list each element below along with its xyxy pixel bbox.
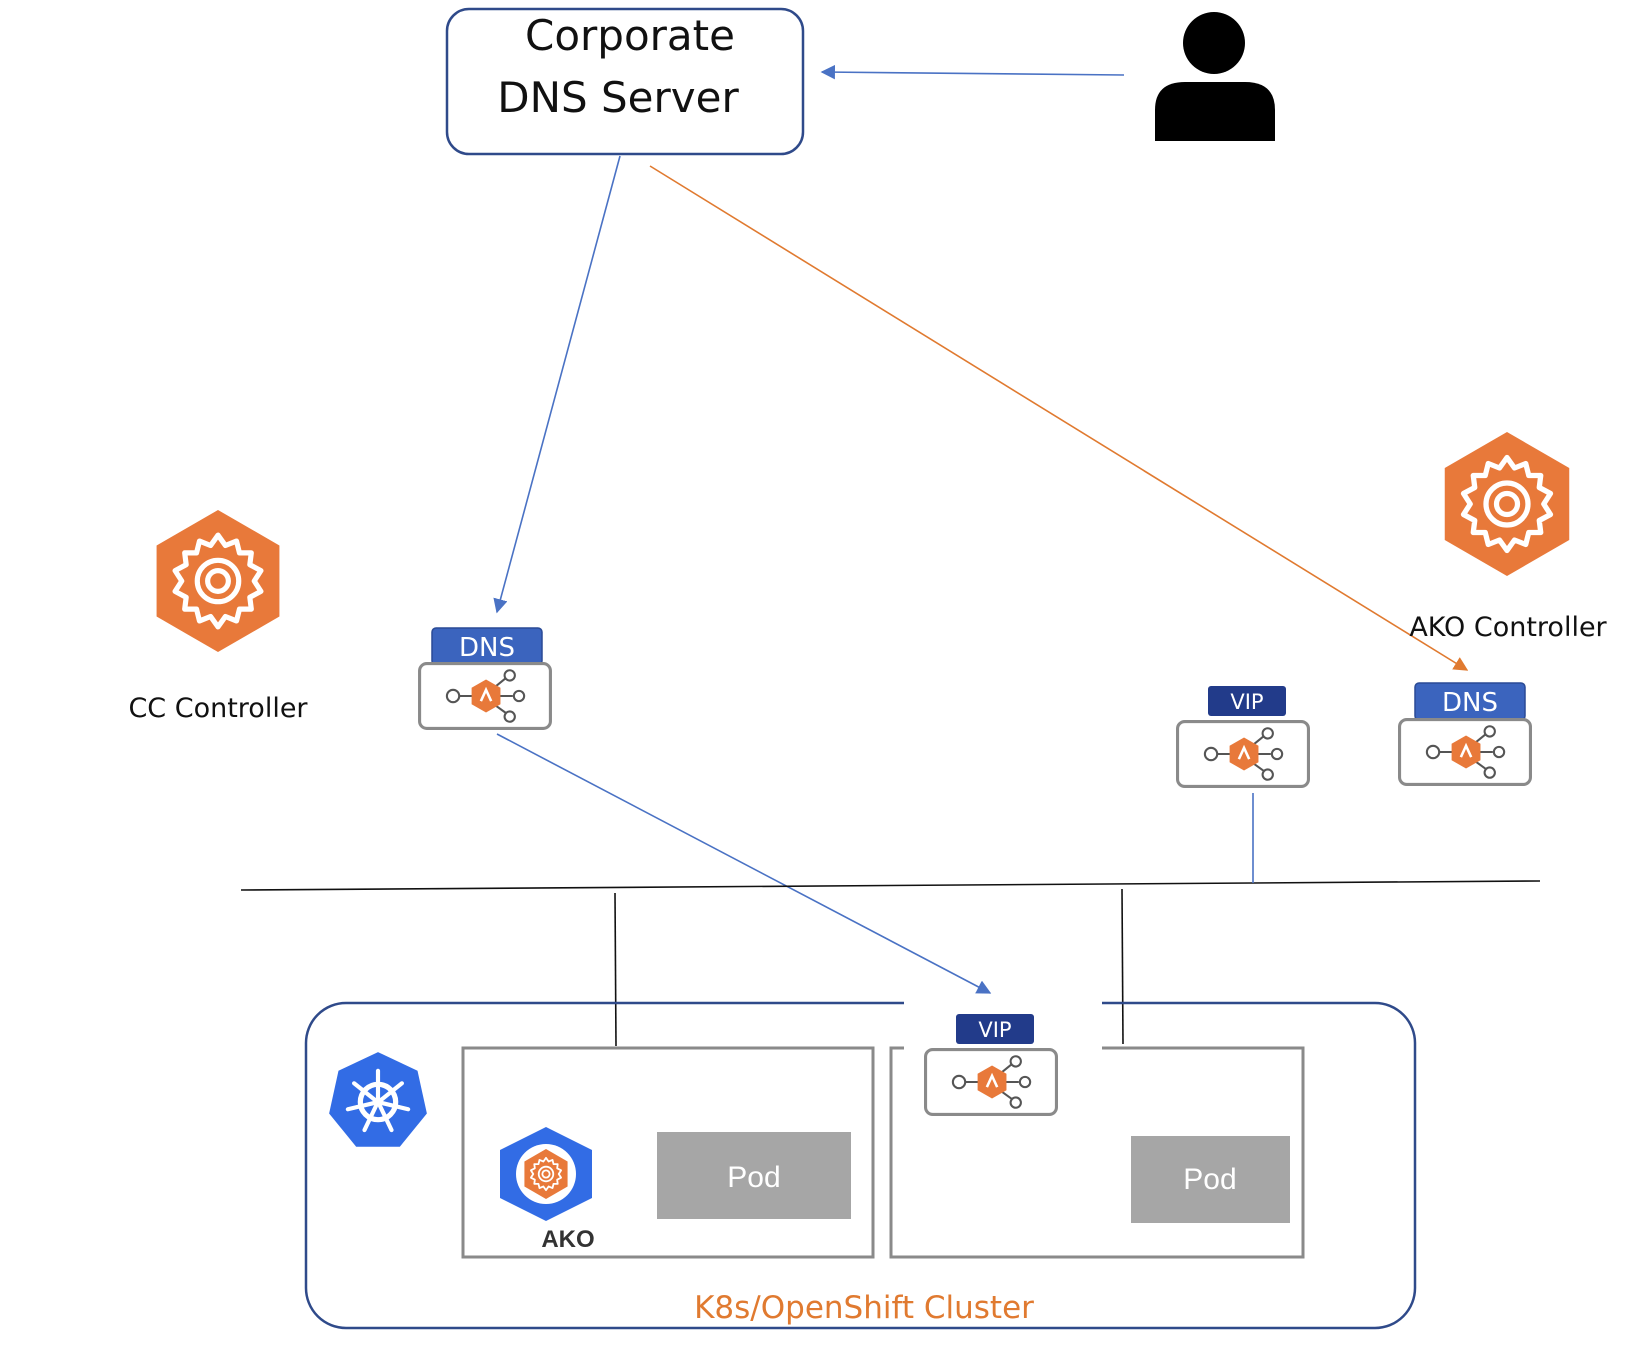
dns-server-title-line2: DNS Server xyxy=(497,73,739,122)
node1-drop xyxy=(614,892,617,1047)
pod-1: Pod xyxy=(657,1132,851,1219)
dns-service-engine-right: DNS xyxy=(1398,682,1532,787)
service-engine-icon xyxy=(1176,719,1310,789)
pod-label: Pod xyxy=(1183,1163,1236,1196)
dns-server-to-dns-se-arrow xyxy=(493,155,621,614)
dns-se-to-cluster-vip-arrow xyxy=(496,733,992,994)
node2-drop xyxy=(1121,888,1124,1045)
corporate-dns-server: Corporate DNS Server xyxy=(445,7,805,156)
service-engine-icon xyxy=(1398,717,1532,787)
gear-hexagon-icon xyxy=(157,510,280,652)
se-tag-dns: DNS xyxy=(1442,688,1498,718)
se-tag-dns: DNS xyxy=(459,633,515,663)
se-tag-vip: VIP xyxy=(1230,690,1263,714)
cc-controller-label: CC Controller xyxy=(128,693,308,724)
pod-2: Pod xyxy=(1131,1136,1290,1223)
service-engine-icon xyxy=(418,662,552,730)
network-bus xyxy=(240,880,1541,891)
gear-hexagon-icon xyxy=(1445,432,1570,576)
cc-controller: CC Controller xyxy=(128,510,308,724)
se-tag-vip: VIP xyxy=(978,1018,1011,1042)
service-engine-icon xyxy=(924,1047,1058,1117)
k8s-cluster: AKO Pod Pod VIP K8s/OpenShift Cluster xyxy=(304,1000,1417,1330)
ako-controller-label: AKO Controller xyxy=(1409,612,1607,643)
vip-service-engine-cluster: VIP xyxy=(904,1000,1102,1148)
user-icon xyxy=(1155,12,1275,141)
ako-pod: AKO xyxy=(500,1127,595,1253)
ako-label: AKO xyxy=(541,1226,594,1253)
kubernetes-icon xyxy=(329,1052,427,1147)
pod-label: Pod xyxy=(727,1161,780,1194)
user-to-dns-arrow xyxy=(820,64,1125,80)
vip-service-engine-right: VIP xyxy=(1176,686,1310,789)
dns-server-to-ako-dns-arrow xyxy=(649,165,1469,671)
ako-controller: AKO Controller xyxy=(1409,432,1608,643)
dns-service-engine-left: DNS xyxy=(418,627,552,730)
dns-server-title-line1: Corporate xyxy=(525,11,735,60)
cluster-label: K8s/OpenShift Cluster xyxy=(694,1290,1034,1326)
